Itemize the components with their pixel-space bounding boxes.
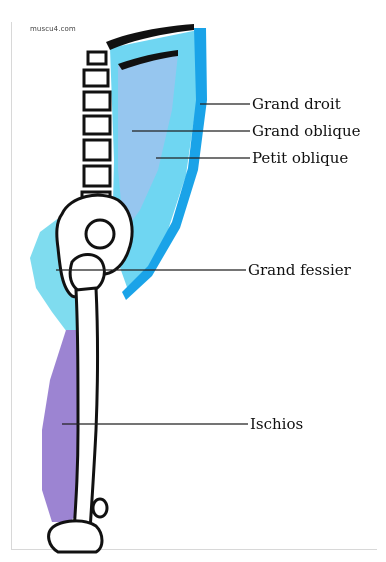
vertebra <box>84 92 110 110</box>
label-petit-oblique: Petit oblique <box>252 150 348 166</box>
vertebra <box>84 166 110 186</box>
label-grand-oblique: Grand oblique <box>252 123 361 139</box>
label-ischios: Ischios <box>250 416 303 432</box>
pelvis-foramen <box>86 220 114 248</box>
label-grand-fessier: Grand fessier <box>248 262 351 278</box>
vertebra <box>84 140 110 160</box>
vertebra <box>84 70 108 86</box>
vertebra <box>84 116 110 134</box>
credit-text: muscu4.com <box>30 25 76 33</box>
label-grand-droit: Grand droit <box>252 96 341 112</box>
femur-shaft <box>74 288 98 532</box>
kneecap <box>93 499 107 517</box>
femur-head <box>70 255 104 293</box>
vertebra <box>88 52 106 64</box>
spine <box>82 52 110 210</box>
knee-bone <box>49 521 102 552</box>
